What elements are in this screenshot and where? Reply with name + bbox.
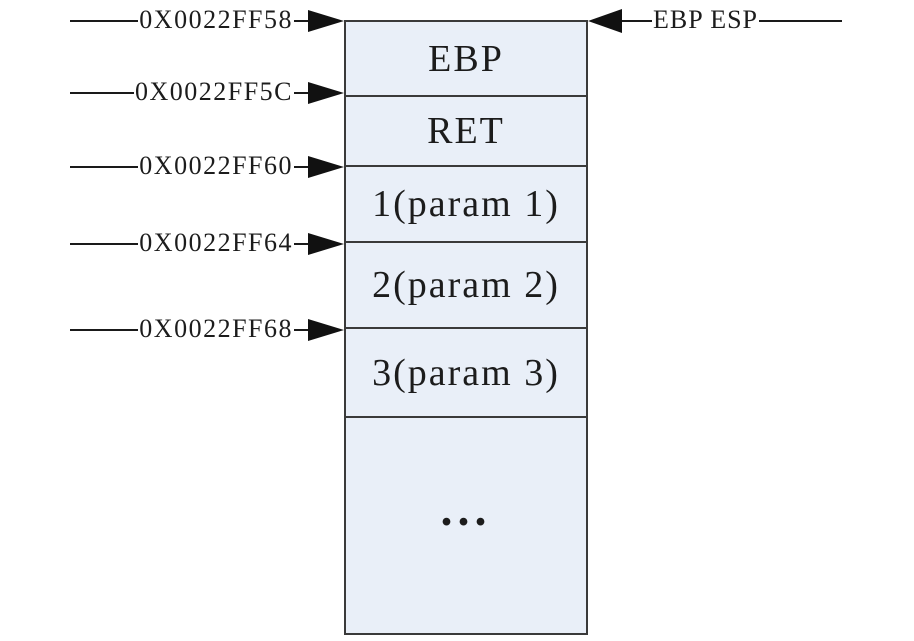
stack-cell-ret: RET <box>346 97 586 167</box>
address-label: 0X0022FF64 <box>139 228 293 257</box>
address-row-0x0022ff5c: 0X0022FF5C <box>70 77 344 109</box>
address-row-0x0022ff60: 0X0022FF60 <box>70 151 344 183</box>
stack-box: EBP RET 1(param 1) 2(param 2) 3(param 3)… <box>344 20 588 635</box>
arrow-line <box>70 329 139 331</box>
arrowhead-right-icon <box>308 10 344 32</box>
arrow-line <box>294 166 308 168</box>
arrow-line <box>759 20 842 22</box>
arrow-line <box>294 20 308 22</box>
stack-cell-label: 2(param 2) <box>372 264 560 306</box>
address-label: 0X0022FF60 <box>139 151 293 180</box>
pointer-label: EBP ESP <box>653 5 759 34</box>
arrow-line <box>70 243 139 245</box>
address-row-0x0022ff58: 0X0022FF58 <box>70 5 344 37</box>
stack-cell-ellipsis: ... <box>346 418 586 633</box>
arrowhead-right-icon <box>308 82 344 104</box>
stack-cell-param2: 2(param 2) <box>346 243 586 329</box>
stack-cell-ebp: EBP <box>346 22 586 97</box>
address-label: 0X0022FF58 <box>139 5 293 34</box>
arrow-line <box>294 329 308 331</box>
address-label: 0X0022FF5C <box>134 77 293 106</box>
arrow-line <box>70 166 139 168</box>
stack-cell-label: EBP <box>428 37 504 80</box>
address-row-0x0022ff64: 0X0022FF64 <box>70 228 344 260</box>
address-label: 0X0022FF68 <box>139 314 293 343</box>
arrowhead-right-icon <box>308 319 344 341</box>
arrowhead-right-icon <box>308 233 344 255</box>
arrow-line <box>70 92 134 94</box>
stack-cell-param3: 3(param 3) <box>346 329 586 418</box>
arrow-line <box>294 92 308 94</box>
arrowhead-right-icon <box>308 156 344 178</box>
arrow-line <box>622 20 652 22</box>
arrow-line <box>70 20 139 22</box>
ebp-esp-pointer-row: EBP ESP <box>588 5 842 37</box>
stack-cell-label: 3(param 3) <box>372 351 560 394</box>
stack-cell-label: ... <box>440 483 492 536</box>
stack-cell-label: 1(param 1) <box>372 183 560 225</box>
address-row-0x0022ff68: 0X0022FF68 <box>70 314 344 346</box>
arrow-line <box>294 243 308 245</box>
stack-cell-label: RET <box>427 110 505 152</box>
stack-cell-param1: 1(param 1) <box>346 167 586 243</box>
arrowhead-left-icon <box>588 9 622 33</box>
